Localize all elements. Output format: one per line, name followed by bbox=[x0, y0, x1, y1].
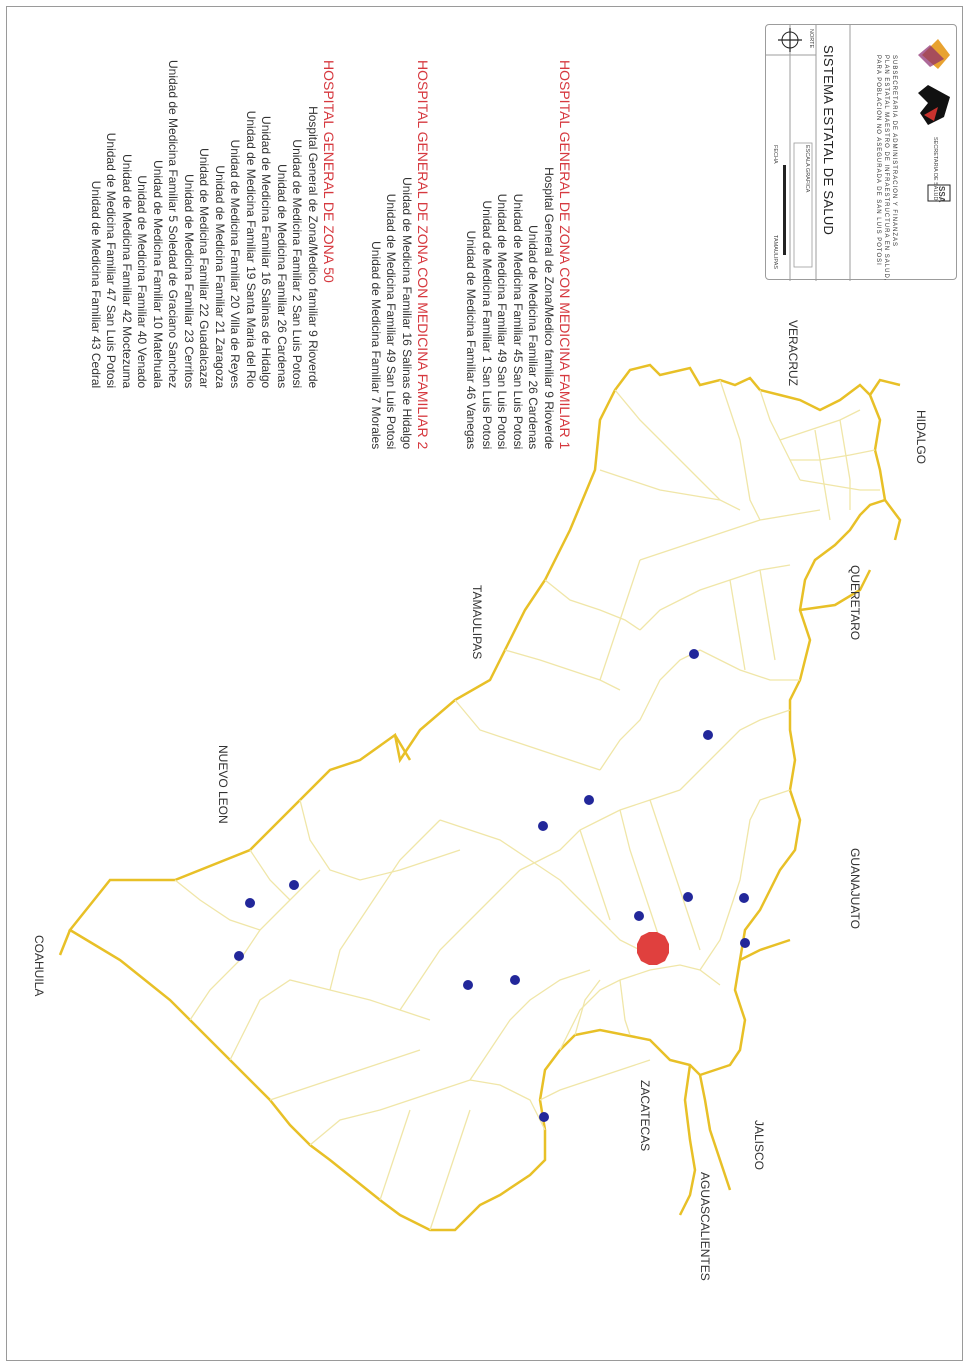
legend-item: Unidad de Medicina Familiar 26 Cardenas bbox=[275, 164, 289, 389]
ssa-logo-icon bbox=[927, 184, 951, 202]
legend-group-1: HOSPITAL GENERAL DE ZONA CON MEDICINA FA… bbox=[463, 60, 574, 450]
clinic-marker[interactable] bbox=[510, 975, 520, 985]
state-label-veracruz: VERACRUZ bbox=[786, 320, 800, 387]
subtitle-line: SUBSECRETARIA DE ADMINISTRACION Y FINANZ… bbox=[891, 55, 897, 248]
state-outline bbox=[68, 363, 887, 1232]
title-block-frame bbox=[766, 25, 951, 281]
north-arrow-icon bbox=[778, 28, 802, 52]
legend-item: Unidad de Medicina Familiar 43 Cedral bbox=[89, 180, 103, 389]
state-label-zacatecas: ZACATECAS bbox=[638, 1080, 652, 1152]
field-label-extra: TAMAULIPAS bbox=[772, 235, 778, 270]
legend-item: Unidad de Medicina Familiar 23 Cerritos bbox=[182, 174, 196, 389]
border-guanajuato bbox=[739, 938, 791, 962]
system-title: SISTEMA ESTATAL DE SALUD bbox=[821, 45, 836, 236]
subtitle-line: PLAN ESTATAL MAESTRO DE INFRAESTRUCTURA … bbox=[883, 55, 889, 282]
legend: HOSPITAL GENERAL DE ZONA CON MEDICINA FA… bbox=[63, 60, 573, 860]
clinic-marker[interactable] bbox=[289, 880, 299, 890]
legend-group-title: HOSPITAL GENERAL DE ZONA 50 bbox=[321, 60, 337, 283]
border-nuevo-leon bbox=[393, 734, 412, 761]
legend-item: Unidad de Medicina Familiar 2 San Luis P… bbox=[290, 139, 305, 389]
legend-group-title: HOSPITAL GENERAL DE ZONA CON MEDICINA FA… bbox=[557, 60, 573, 450]
clinic-marker[interactable] bbox=[683, 892, 693, 902]
subtitle: SUBSECRETARIA DE ADMINISTRACION Y FINANZ… bbox=[874, 55, 898, 281]
legend-item: Unidad de Medicina Familiar 1 San Luis P… bbox=[480, 200, 494, 450]
clinic-markers bbox=[234, 649, 750, 1122]
clinic-marker[interactable] bbox=[584, 795, 594, 805]
border-veracruz bbox=[868, 378, 901, 396]
field-label-escala: ESCALA GRAFICA bbox=[804, 145, 810, 193]
state-label-hidalgo: HIDALGO bbox=[914, 410, 928, 465]
state-label-jalisco: JALISCO bbox=[752, 1120, 766, 1171]
legend-item: Unidad de Medicina Familiar 45 San Luis … bbox=[511, 193, 525, 450]
clinic-marker[interactable] bbox=[539, 1112, 549, 1122]
clinic-marker[interactable] bbox=[703, 730, 713, 740]
legend-item: Unidad de Medicina Familiar 22 Guadalcaz… bbox=[197, 148, 212, 389]
legend-group-2: HOSPITAL GENERAL DE ZONA CON MEDICINA FA… bbox=[368, 60, 431, 450]
legend-item: Unidad de Medicina Familiar 10 Matehuala bbox=[151, 160, 165, 389]
state-label-guanajuato: GUANAJUATO bbox=[848, 848, 862, 929]
government-logo-icon bbox=[918, 39, 950, 69]
legend-item: Unidad de Medicina Familiar 49 San Luis … bbox=[495, 193, 510, 450]
subtitle-line: PARA POBLACION NO ASEGURADA DE SAN LUIS … bbox=[875, 55, 881, 266]
clinic-marker[interactable] bbox=[538, 821, 548, 831]
legend-group-3: HOSPITAL GENERAL DE ZONA 50 Hospital Gen… bbox=[88, 60, 337, 389]
clinic-marker[interactable] bbox=[740, 938, 750, 948]
legend-item: Unidad de Medicina Familiar 46 Vanegas bbox=[464, 230, 479, 450]
legend-group-title: HOSPITAL GENERAL DE ZONA CON MEDICINA FA… bbox=[415, 60, 431, 450]
title-block: SSA SECRETARIA DE SALUD SUBSECRETARIA DE… bbox=[765, 24, 958, 281]
border-zacatecas bbox=[678, 1064, 697, 1216]
field-label-fecha: FECHA bbox=[772, 145, 778, 164]
legend-item: Unidad de Medicina Familiar 47 San Luis … bbox=[104, 132, 119, 389]
state-label-queretaro: QUERETARO bbox=[848, 565, 862, 641]
legend-item: Unidad de Medicina Familiar 20 Villa de … bbox=[228, 139, 243, 389]
title-block-content: SSA SECRETARIA DE SALUD SUBSECRETARIA DE… bbox=[766, 25, 958, 281]
legend-item: Unidad de Medicina Familiar 21 Zaragoza bbox=[213, 165, 227, 389]
clinic-marker[interactable] bbox=[739, 893, 749, 903]
legend-item: Unidad de Medicina Familiar 49 San Luis … bbox=[384, 193, 399, 450]
clinic-marker[interactable] bbox=[234, 951, 244, 961]
state-label-coahuila: COAHUILA bbox=[32, 935, 46, 997]
clinic-marker[interactable] bbox=[689, 649, 699, 659]
border-queretaro bbox=[799, 499, 902, 612]
legend-item: Unidad de Medicina Familiar 42 Moctezuma bbox=[120, 154, 134, 389]
border-coahuila bbox=[58, 929, 72, 956]
field-label-norte: NORTE bbox=[808, 29, 814, 49]
eagle-logo-icon bbox=[918, 85, 950, 125]
clinic-marker[interactable] bbox=[245, 898, 255, 908]
state-label-aguascalientes: AGUASCALIENTES bbox=[698, 1172, 712, 1281]
legend-item: Unidad de Medicina Familiar 16 Salinas d… bbox=[259, 116, 274, 389]
legend-item: Unidad de Medicina Familiar 40 Venado bbox=[135, 175, 150, 389]
ssa-logo-text: SSA bbox=[937, 186, 946, 203]
legend-item: Unidad de Medicina Familiar 7 Morales bbox=[369, 241, 383, 450]
legend-item: Unidad de Medicina Familiar 19 Santa Mar… bbox=[244, 110, 258, 389]
legend-item: Hospital General de Zona/Medico familiar… bbox=[542, 167, 556, 450]
hospital-marker[interactable] bbox=[637, 932, 669, 965]
border-jalisco bbox=[698, 1074, 732, 1191]
clinic-marker[interactable] bbox=[463, 980, 473, 990]
legend-item: Unidad de Medicina Familiar 26 Cardenas bbox=[526, 225, 541, 450]
clinic-marker[interactable] bbox=[634, 911, 644, 921]
secretaria-text: SECRETARIA DE SALUD bbox=[932, 137, 938, 201]
legend-item: Unidad de Medicina Familiar 16 Salinas d… bbox=[400, 177, 414, 450]
legend-item: Unidad de Medicina Familiar 5 Soledad de… bbox=[166, 60, 181, 389]
municipal-boundaries bbox=[174, 379, 880, 1231]
legend-item: Hospital General de Zona/Medico familiar… bbox=[306, 106, 320, 389]
